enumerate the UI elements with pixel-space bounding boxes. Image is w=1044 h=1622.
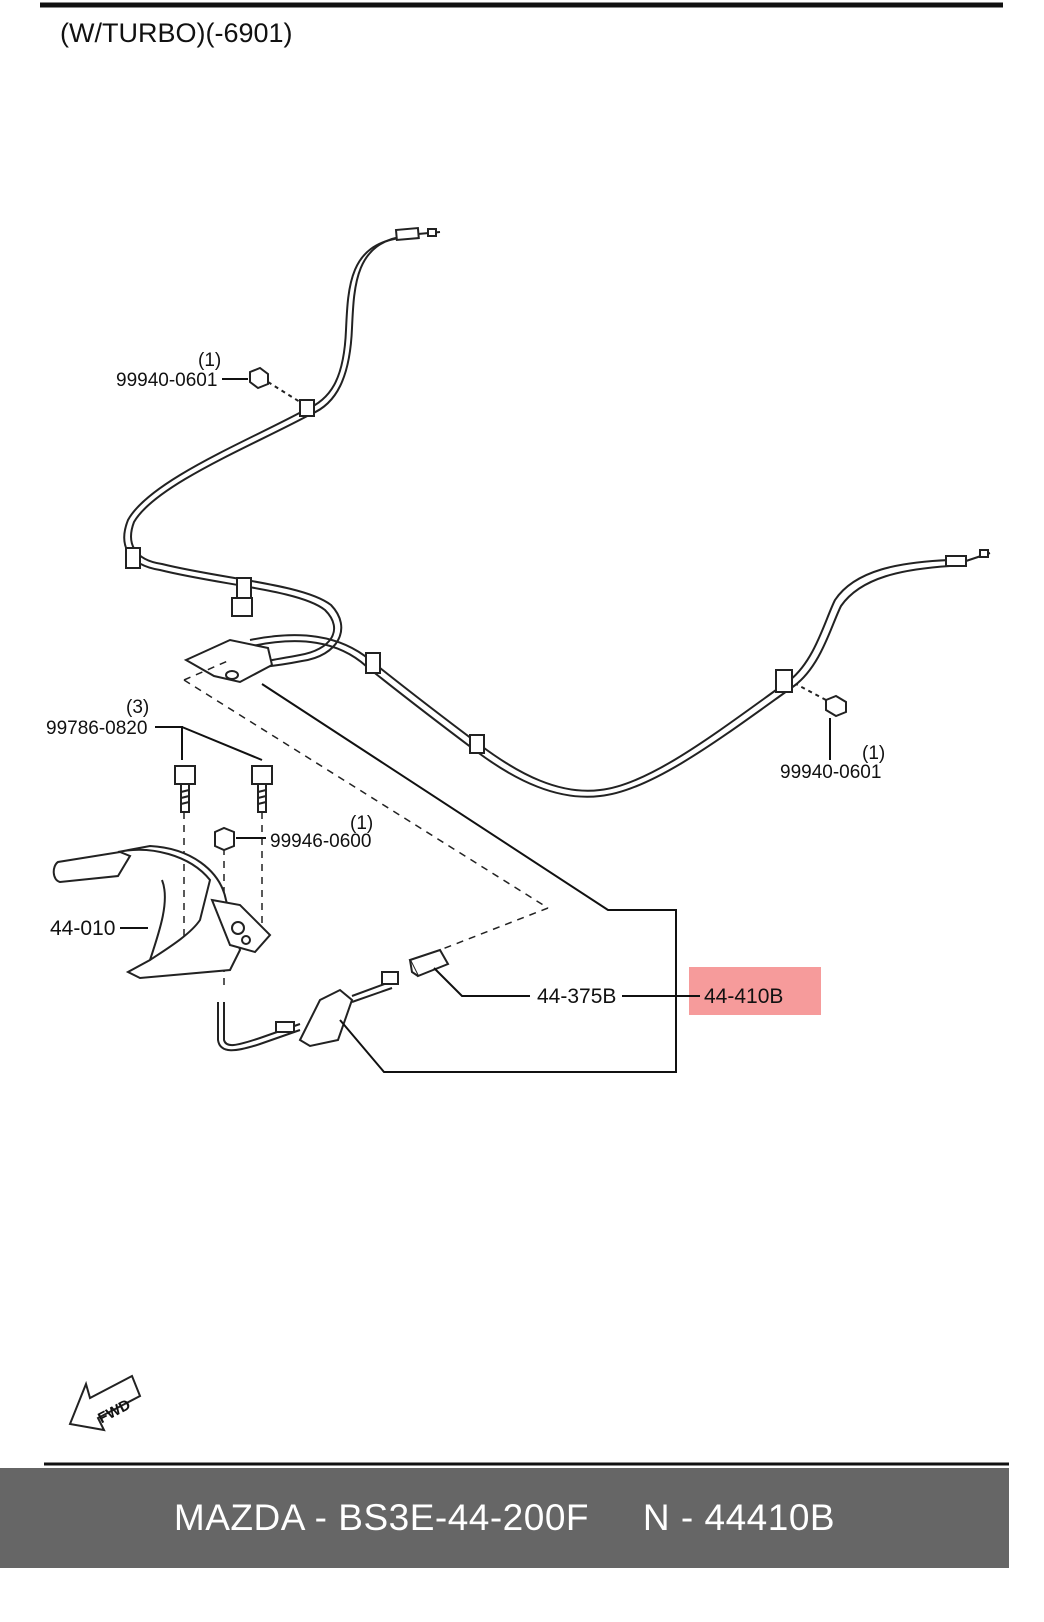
- left-rear-cable: [123, 235, 406, 668]
- leader-lines: [120, 378, 831, 1073]
- highlight-box: [689, 967, 821, 1015]
- cable-clips: [125, 399, 793, 754]
- nut-lower-part: 99940-0601: [780, 762, 881, 783]
- parking-brake-lever: [52, 844, 272, 980]
- bolt-icon-right: [251, 765, 273, 813]
- adjuster-icon: [408, 948, 450, 978]
- equalizer-hole: [225, 670, 239, 680]
- bolt-qty: (3): [126, 697, 149, 718]
- nut-lower-icon: [795, 683, 847, 718]
- page-title: (W/TURBO)(-6901): [60, 18, 293, 48]
- nut-upper-part: 99940-0601: [116, 370, 217, 391]
- nut-small-qty: (1): [350, 813, 373, 834]
- fwd-arrow-icon: [68, 1374, 142, 1432]
- footer-part-numbers: MAZDA - BS3E-44-200F N - 44410B: [173, 1497, 836, 1538]
- nut-lower-qty: (1): [862, 743, 885, 764]
- nut-small-part: 99946-0600: [270, 831, 371, 852]
- bolt-icon-left: [174, 765, 196, 813]
- equalizer-bracket: [183, 638, 274, 684]
- nut-upper-qty: (1): [198, 350, 221, 371]
- cable-end-right: [945, 549, 991, 567]
- nut-upper-icon: [249, 366, 301, 403]
- cable-part: 44-410B: [704, 985, 783, 1008]
- bolt-part: 99786-0820: [46, 718, 147, 739]
- small-nut-icon: [214, 826, 235, 852]
- parking-brake-cable-diagram: (W/TURBO)(-6901): [40, 2, 1009, 1466]
- footer-bar: MAZDA - BS3E-44-200F N - 44410B: [0, 1468, 1009, 1568]
- adjuster-part: 44-375B: [537, 985, 616, 1008]
- lever-part: 44-010: [50, 917, 115, 940]
- cable-end-upper: [394, 226, 441, 242]
- front-cable: [217, 971, 399, 1052]
